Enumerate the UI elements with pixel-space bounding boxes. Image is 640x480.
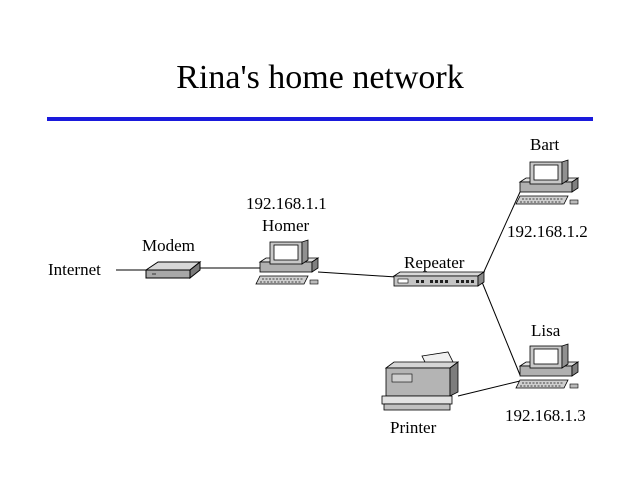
link-repeater-lisa <box>481 281 521 376</box>
printer-icon <box>381 351 460 411</box>
bart-ip-label: 192.168.1.2 <box>507 222 588 241</box>
homer-computer-icon <box>255 239 320 285</box>
homer-label: Homer <box>262 216 310 235</box>
bart-computer-icon <box>515 159 580 205</box>
slide-title: Rina's home network <box>176 59 464 96</box>
modem-icon <box>144 260 202 280</box>
link-homer-repeater <box>317 271 397 278</box>
link-lisa-printer <box>457 380 521 397</box>
lisa-computer-icon <box>515 343 580 389</box>
printer-label: Printer <box>390 418 437 437</box>
bart-label: Bart <box>530 135 560 154</box>
title-rule <box>47 117 593 121</box>
repeater-hub-icon <box>392 271 486 287</box>
homer-ip-label: 192.168.1.1 <box>246 194 327 213</box>
link-repeater-bart <box>481 191 521 277</box>
lisa-ip-label: 192.168.1.3 <box>505 406 586 425</box>
lisa-label: Lisa <box>531 321 561 340</box>
modem-label: Modem <box>142 236 195 255</box>
internet-label: Internet <box>48 260 101 279</box>
repeater-label: Repeater <box>404 253 465 272</box>
